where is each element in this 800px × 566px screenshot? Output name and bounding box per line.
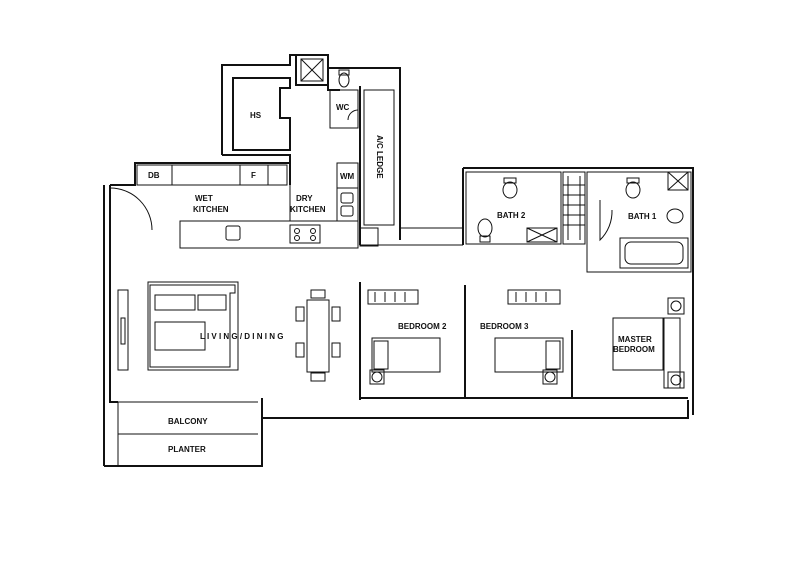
- bedroom3-room: BEDROOM 3: [480, 289, 573, 398]
- bath2-label: BATH 2: [497, 211, 526, 220]
- dry-kitchen: WM DRY KITCHEN: [289, 162, 359, 222]
- entry-door: [109, 187, 153, 231]
- dry-kitchen-label-2: KITCHEN: [290, 205, 326, 214]
- hs-room: HS: [232, 77, 291, 151]
- balcony-label: BALCONY: [168, 417, 208, 426]
- kitchen-island: [179, 220, 379, 249]
- living-dining: L I V I N G / D I N I N G: [117, 281, 361, 400]
- ac-ledge: A/C LEDGE: [363, 89, 395, 226]
- bedroom2-room: BEDROOM 2: [367, 285, 466, 398]
- db-label: DB: [148, 171, 160, 180]
- bath2-room: BATH 2: [465, 171, 562, 245]
- wet-kitchen-label-2: KITCHEN: [193, 205, 229, 214]
- outer-walls: [103, 54, 694, 467]
- wet-kitchen-label-1: WET: [195, 194, 213, 203]
- master-bedroom-room: MASTER BEDROOM: [612, 297, 685, 389]
- wet-kitchen-counter: DB F WET KITCHEN: [136, 164, 288, 214]
- balcony-planter: BALCONY PLANTER: [117, 401, 258, 466]
- living-dining-label: L I V I N G / D I N I N G: [200, 332, 283, 341]
- wardrobe-vertical: [562, 171, 586, 245]
- hs-label: HS: [250, 111, 262, 120]
- bath1-label: BATH 1: [628, 212, 657, 221]
- dry-kitchen-label-1: DRY: [296, 194, 313, 203]
- planter-label: PLANTER: [168, 445, 206, 454]
- ac-ledge-label: A/C LEDGE: [375, 135, 384, 179]
- shaft-box: [295, 54, 329, 86]
- bath1-room: BATH 1: [586, 171, 692, 273]
- master-bedroom-label-2: BEDROOM: [613, 345, 655, 354]
- wm-label: WM: [340, 172, 355, 181]
- f-label: F: [251, 171, 256, 180]
- wc-room: WC: [329, 69, 359, 129]
- bedroom3-label: BEDROOM 3: [480, 322, 529, 331]
- wc-label: WC: [336, 103, 350, 112]
- bedroom2-label: BEDROOM 2: [398, 322, 447, 331]
- master-bedroom-label-1: MASTER: [618, 335, 652, 344]
